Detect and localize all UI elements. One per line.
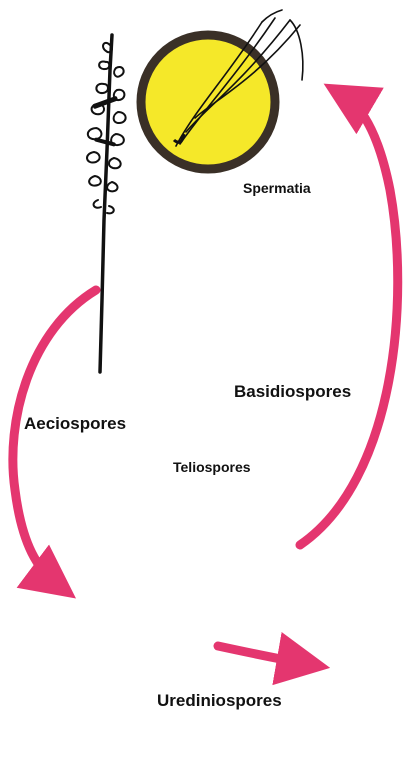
label-spermatia: Spermatia — [243, 180, 311, 196]
label-urediniospores: Urediniospores — [157, 691, 282, 711]
spermatia-circle — [141, 10, 303, 169]
label-aeciospores: Aeciospores — [24, 414, 126, 434]
label-basidiospores: Basidiospores — [234, 382, 351, 402]
label-teliospores: Teliospores — [173, 459, 251, 475]
arrow-urediniospores-right — [218, 646, 308, 664]
barberry-plant-illustration — [87, 35, 126, 372]
arrow-basidiospores-up — [300, 95, 398, 545]
arrow-aeciospores-down — [13, 290, 96, 585]
